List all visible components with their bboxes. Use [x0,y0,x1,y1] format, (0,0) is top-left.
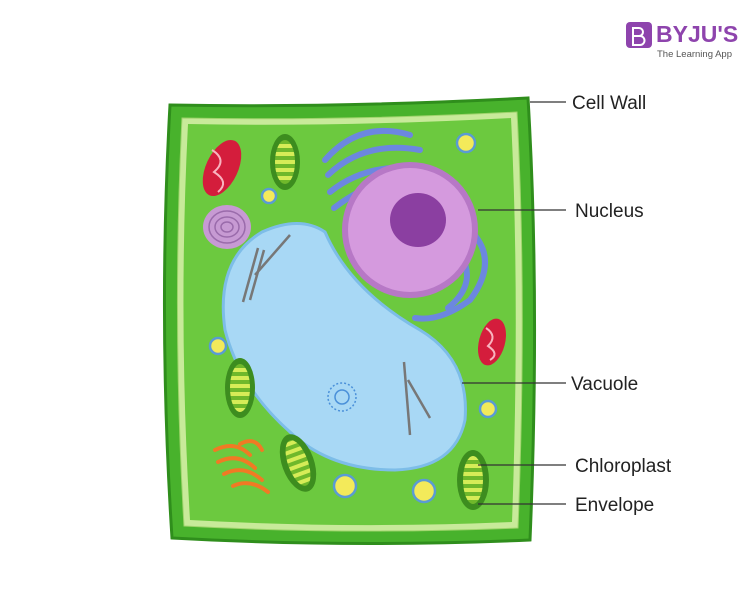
label-nucleus: Nucleus [575,201,644,222]
chloroplast [225,358,255,418]
label-cell-wall: Cell Wall [572,93,646,114]
vesicle-in-vacuole [327,382,357,412]
chloroplast [279,434,317,492]
label-chloroplast: Chloroplast [575,456,672,477]
nucleolus [390,193,446,247]
brand-tagline: The Learning App [657,49,732,60]
chloroplast [270,134,300,190]
endoplasmic-reticulum [213,439,270,494]
leader-lines [462,101,566,505]
byjus-logo: BYJU'S The Learning App [626,21,738,60]
mitochondrion [477,318,507,366]
mitochondrion [202,139,242,197]
brand-name: BYJU'S [656,21,738,47]
vesicles [208,132,498,504]
vacuole [221,222,467,472]
chloroplast [457,450,489,510]
label-vacuole: Vacuole [571,374,638,395]
spiral-organelle [203,205,251,249]
label-envelope: Envelope [575,495,654,516]
nucleus [342,162,478,298]
crystal-bundle [241,234,432,436]
logo-b-glyph [632,27,646,46]
